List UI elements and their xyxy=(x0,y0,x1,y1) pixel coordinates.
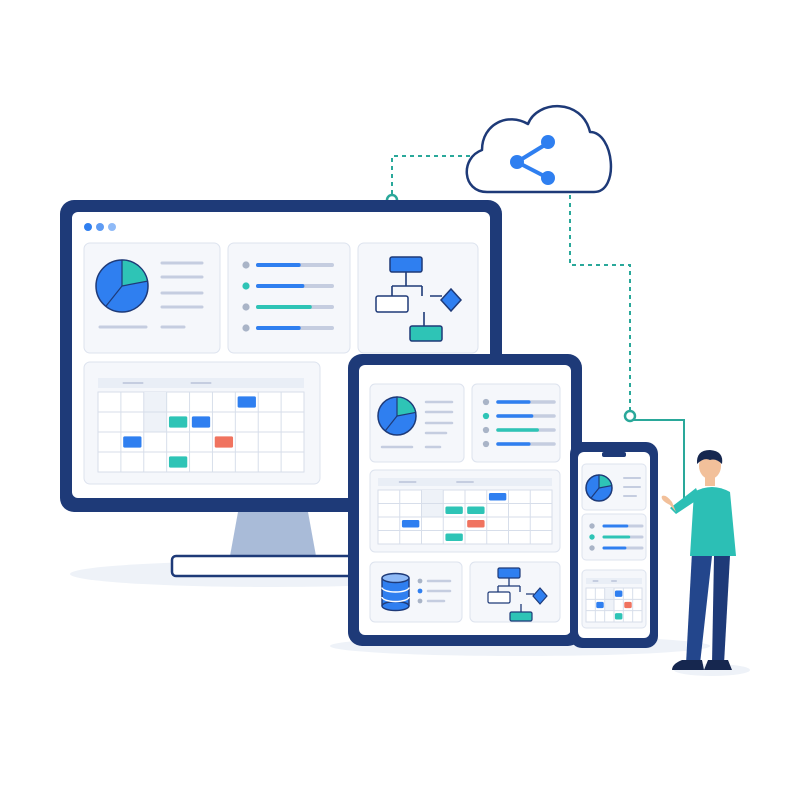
phone-connector-node xyxy=(623,409,637,423)
pie-slice-teal xyxy=(121,259,149,287)
calendar-event xyxy=(488,492,507,501)
calendar-event xyxy=(214,436,234,448)
calendar-event xyxy=(445,506,463,515)
tablet-pie-legend xyxy=(380,400,454,449)
pie-chart-icon xyxy=(377,396,417,436)
pie-chart-icon xyxy=(95,259,149,313)
connector-to-person xyxy=(630,419,685,498)
list-bullet xyxy=(482,426,490,434)
window-dot xyxy=(84,223,92,231)
calendar-event xyxy=(467,506,485,515)
tablet-flow-card xyxy=(469,561,561,623)
pie-slice-teal xyxy=(396,396,417,417)
person-figure xyxy=(661,450,736,670)
calendar-event xyxy=(237,396,256,408)
monitor-pie-legend xyxy=(98,261,204,329)
list-bullet xyxy=(242,282,250,290)
calendar-icon xyxy=(97,378,305,473)
cloud-connectors xyxy=(391,155,685,498)
calendar-icon xyxy=(585,578,643,623)
pie-divider xyxy=(105,285,123,307)
list-icon xyxy=(242,261,334,332)
flowchart-icon xyxy=(487,567,548,622)
list-bullet xyxy=(482,412,490,420)
calendar-event xyxy=(123,436,142,448)
list-bullet xyxy=(589,545,595,551)
connector-cloud-to-monitor xyxy=(391,155,470,200)
person-shirt xyxy=(690,487,736,556)
calendar-event xyxy=(401,519,420,528)
calendar-event xyxy=(614,613,623,620)
flowchart-icon xyxy=(375,256,463,342)
person-neck xyxy=(705,474,715,486)
list-bullet xyxy=(589,523,595,529)
calendar-event xyxy=(624,601,632,609)
pie-divider xyxy=(590,487,600,499)
tablet-list-card xyxy=(471,383,561,463)
phone-pie-legend xyxy=(623,477,641,497)
monitor-flow-card xyxy=(357,242,479,354)
database-legend xyxy=(417,578,452,604)
person-front-leg xyxy=(686,552,712,664)
monitor-list-card xyxy=(227,242,351,354)
list-bullet xyxy=(242,261,250,269)
calendar-event xyxy=(168,456,188,468)
window-dot xyxy=(96,223,104,231)
window-controls xyxy=(84,223,116,231)
phone-notch xyxy=(602,452,626,457)
list-bullet xyxy=(482,398,490,406)
person-back-shoe xyxy=(704,660,732,670)
list-bullet xyxy=(242,324,250,332)
list-bullet xyxy=(589,534,595,540)
calendar-event xyxy=(467,519,485,528)
person-arm xyxy=(670,488,700,514)
connector-cloud-to-phone xyxy=(569,195,631,416)
monitor-base xyxy=(170,554,374,578)
database-icon xyxy=(381,572,410,612)
calendar-event xyxy=(445,533,463,542)
calendar-event xyxy=(614,590,623,597)
person-back-leg xyxy=(712,556,730,664)
list-bullet xyxy=(242,303,250,311)
pie-chart-icon xyxy=(585,474,613,502)
pie-slice-teal xyxy=(598,474,613,489)
list-bullet xyxy=(482,440,490,448)
monitor-stand xyxy=(230,512,316,556)
cloud-share-icon xyxy=(465,104,613,194)
person-hair xyxy=(696,450,723,464)
person-front-shoe xyxy=(672,660,704,670)
calendar-event xyxy=(168,416,188,428)
calendar-event xyxy=(596,601,604,609)
list-icon xyxy=(482,398,556,448)
window-dot xyxy=(108,223,116,231)
calendar-event xyxy=(191,416,211,428)
pie-divider xyxy=(384,415,398,432)
calendar-icon xyxy=(377,478,553,545)
list-icon xyxy=(589,523,644,551)
person-hand xyxy=(661,495,676,512)
